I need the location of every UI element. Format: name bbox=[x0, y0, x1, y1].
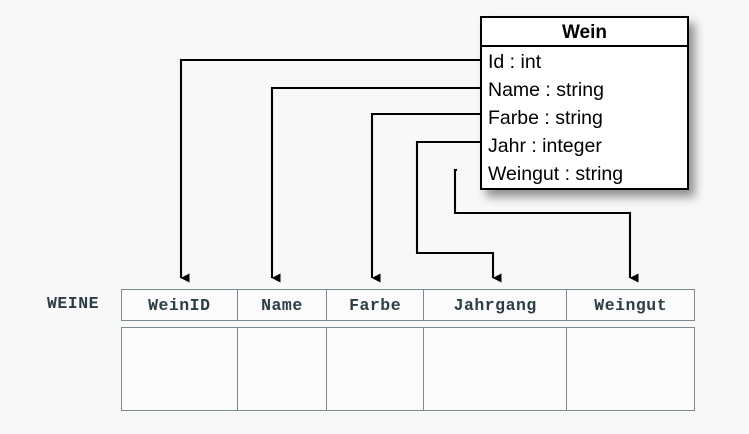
class-attribute: Farbe : string bbox=[488, 107, 603, 129]
table-cell bbox=[424, 328, 568, 410]
table-cell bbox=[238, 328, 328, 410]
uml-class-box: Wein Id : int Name : string Farbe : stri… bbox=[480, 16, 689, 190]
table-cell bbox=[122, 328, 238, 410]
table-cell bbox=[327, 328, 424, 410]
class-name: Wein bbox=[482, 18, 687, 47]
class-attribute: Jahr : integer bbox=[488, 135, 602, 157]
table-cell bbox=[567, 328, 694, 410]
table-column-header: Jahrgang bbox=[424, 290, 568, 320]
table-column-header: WeinID bbox=[122, 290, 238, 320]
class-attribute: Id : int bbox=[488, 51, 542, 73]
connector-name-name bbox=[270, 86, 481, 283]
table-row bbox=[121, 327, 695, 411]
connector-id-weinid bbox=[179, 58, 481, 283]
table-column-header: Name bbox=[238, 290, 328, 320]
class-attribute-list: Id : int Name : string Farbe : string Ja… bbox=[482, 47, 687, 188]
connector-farbe-farbe bbox=[370, 112, 481, 283]
class-attribute: Name : string bbox=[488, 79, 604, 101]
table-header-row: WeinID Name Farbe Jahrgang Weingut bbox=[121, 289, 695, 321]
table-column-header: Weingut bbox=[594, 295, 668, 315]
table-column-header: Farbe bbox=[327, 290, 424, 320]
class-attribute: Weingut : string bbox=[488, 163, 624, 185]
table-name: WEINE bbox=[47, 294, 100, 313]
